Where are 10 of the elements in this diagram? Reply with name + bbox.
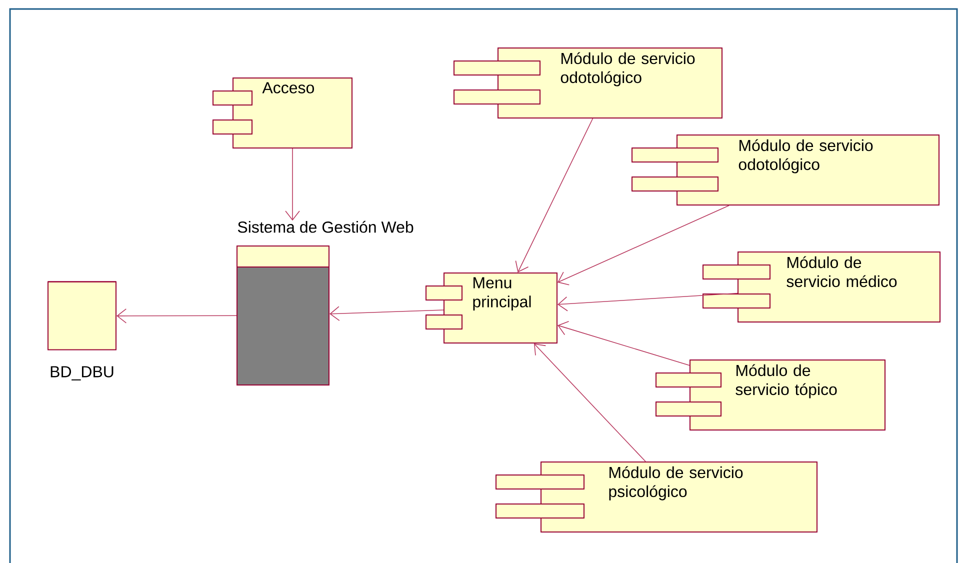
- database-label: BD_DBU: [50, 366, 114, 380]
- arrow: [558, 320, 690, 366]
- arrow: [285, 148, 300, 221]
- system-title: Sistema de Gestión Web: [238, 220, 414, 233]
- arrow: [330, 306, 444, 321]
- arrow: [558, 292, 738, 312]
- arrow: [116, 308, 237, 324]
- arrow: [558, 205, 730, 286]
- arrow: [515, 118, 594, 272]
- arrow: [534, 344, 646, 462]
